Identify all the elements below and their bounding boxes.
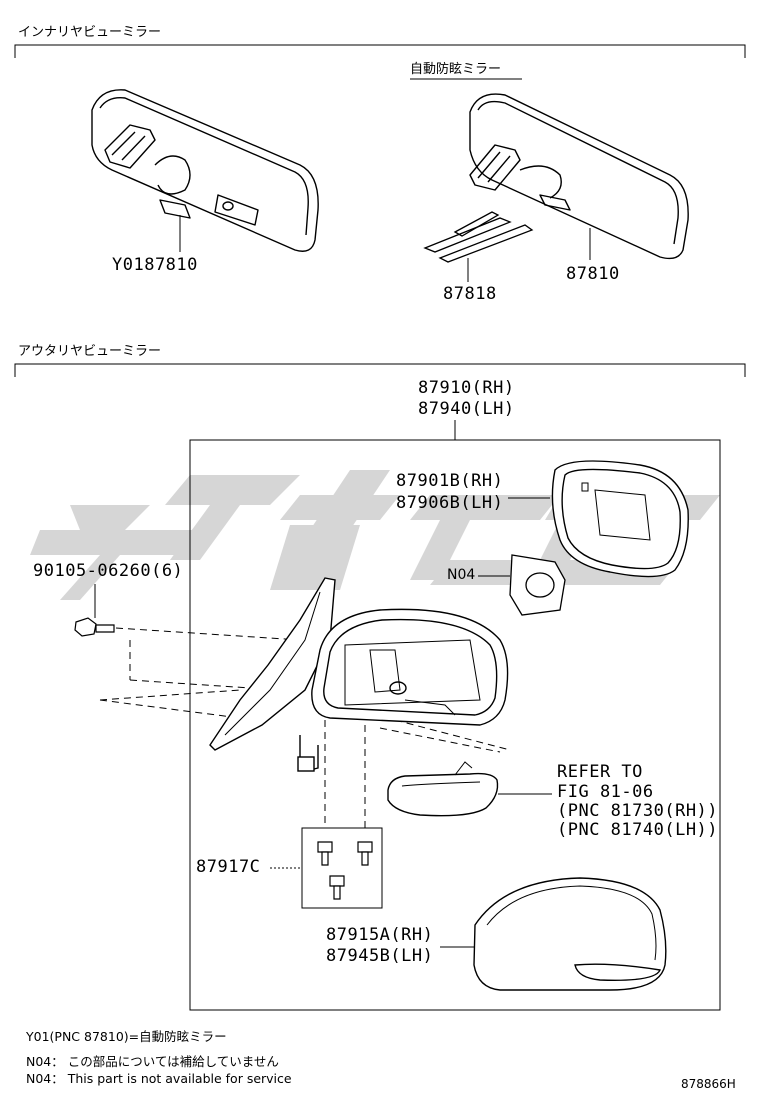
note-n04-jp: N04： この部品については補給していません — [26, 1054, 279, 1069]
part-label-87910-rh[interactable]: 87910(RH) — [418, 378, 515, 398]
section-title-inner: インナリヤビューミラー — [18, 25, 162, 40]
mirror-base-drawing — [209, 577, 336, 772]
figure-code: 878866H — [681, 1077, 736, 1091]
part-label-bolt[interactable]: 90105-06260(6) — [33, 561, 184, 581]
part-label-87818[interactable]: 87818 — [443, 284, 497, 304]
inner-mirror-left-drawing — [91, 89, 319, 252]
section-frame-outer — [14, 363, 746, 377]
part-label-y0187810[interactable]: Y0187810 — [112, 255, 198, 275]
part-label-n04[interactable]: N04 — [447, 567, 476, 583]
section-frame-inner — [14, 44, 746, 58]
note-n04-en: N04： This part is not available for serv… — [26, 1071, 292, 1086]
dashed-guides — [99, 627, 511, 828]
part-label-87917c[interactable]: 87917C — [196, 857, 261, 877]
mirror-cover-drawing — [440, 877, 667, 991]
part-label-87940-lh[interactable]: 87940(LH) — [418, 399, 515, 419]
section-title-outer: アウタリヤビューミラー — [18, 344, 162, 359]
refer-line-2[interactable]: FIG 81-06 — [557, 782, 654, 802]
part-label-87901b-rh[interactable]: 87901B(RH) — [396, 471, 504, 491]
bolt-drawing — [74, 584, 115, 637]
inner-mirror-right-drawing — [469, 93, 689, 260]
turn-signal-drawing — [387, 761, 552, 817]
note-y01: Y01(PNC 87810)=自動防眩ミラー — [26, 1029, 227, 1044]
wire-harness-drawing — [423, 211, 534, 282]
auto-dimming-subtitle: 自動防眩ミラー — [410, 62, 502, 77]
refer-line-4[interactable]: (PNC 81740(LH)) — [557, 820, 719, 840]
part-label-87915a-rh[interactable]: 87915A(RH) — [326, 925, 434, 945]
screw-group-drawing — [270, 827, 383, 909]
refer-line-1[interactable]: REFER TO — [557, 762, 643, 782]
part-label-87906b-lh[interactable]: 87906B(LH) — [396, 493, 504, 513]
mirror-housing-drawing — [311, 608, 509, 726]
part-label-87810[interactable]: 87810 — [566, 264, 620, 284]
assembly-box — [189, 420, 721, 1011]
refer-line-3[interactable]: (PNC 81730(RH)) — [557, 801, 719, 821]
actuator-drawing — [478, 554, 566, 616]
part-label-87945b-lh[interactable]: 87945B(LH) — [326, 946, 434, 966]
mirror-glass-drawing — [508, 460, 689, 578]
